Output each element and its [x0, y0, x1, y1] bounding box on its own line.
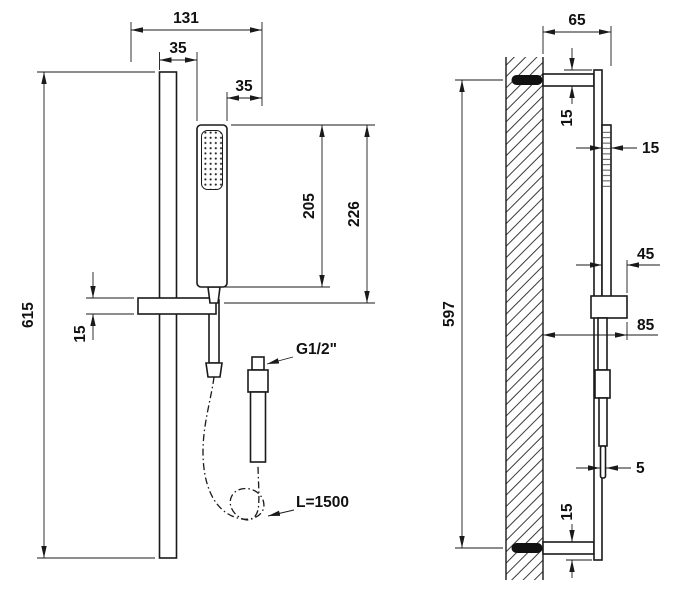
dim-label-holder-depth: 45 [637, 246, 655, 263]
dim-label-head-overall: 226 [346, 201, 363, 227]
dim-top-gap: 15 [559, 48, 592, 127]
bottom-anchor-screw [511, 543, 543, 553]
spray-face [201, 130, 223, 190]
dim-rail-height: 615 [20, 71, 155, 559]
dim-label-wall-offset: 65 [568, 12, 586, 29]
hose-connector-body [249, 391, 267, 463]
dim-bottom-gap: 15 [559, 503, 592, 578]
leader-line [266, 356, 294, 365]
hose-curve [202, 376, 265, 521]
dim-slider-height: 15 [72, 272, 134, 343]
front-view: 131 35 35 205 226 [20, 10, 375, 559]
dim-label-top-gap: 15 [559, 109, 576, 127]
wall-section [505, 57, 544, 580]
dim-wall-to-holder: 85 [543, 317, 658, 340]
bottom-mount-arm [542, 541, 595, 555]
dim-holder-depth: 45 [576, 246, 660, 293]
handshower-outlet-cone [207, 286, 221, 304]
thread-label: G1/2" [296, 341, 337, 358]
hose-connector-upper [247, 369, 269, 393]
dim-label-head-length: 205 [301, 193, 318, 219]
side-view: 65 15 15 45 85 [441, 12, 660, 580]
dim-label-slider-height: 15 [72, 325, 89, 343]
dim-head-width: 35 [226, 78, 262, 121]
hose-length-label: L=1500 [296, 494, 349, 511]
dim-head-overall: 226 [224, 125, 375, 304]
dim-total-width: 131 [130, 10, 263, 106]
dim-label-head-width: 35 [235, 78, 253, 95]
slider-bracket-front [137, 297, 217, 315]
hose-upper-side [598, 397, 608, 447]
top-mount-arm [542, 73, 595, 87]
dim-hose-gap: 5 [576, 460, 645, 477]
hose-length-callout: L=1500 [267, 494, 349, 517]
dim-label-head-depth: 15 [642, 140, 660, 157]
dim-mount-span: 597 [441, 79, 503, 549]
spray-face-side [602, 129, 611, 189]
outlet-tube-side [597, 317, 608, 371]
rail-front [158, 71, 178, 559]
leader-line [267, 509, 295, 517]
dim-label-wall-to-holder: 85 [637, 317, 655, 334]
thread-nipple [251, 356, 265, 371]
holder-side [590, 295, 628, 319]
hose-flare [205, 362, 223, 378]
dim-label-mount-span: 597 [441, 301, 458, 327]
dim-rail-offset: 35 [159, 40, 198, 121]
top-anchor-screw [511, 75, 543, 85]
hose-connector-side [594, 369, 611, 399]
dim-label-total-width: 131 [173, 10, 199, 27]
dim-wall-offset: 65 [542, 12, 612, 66]
dim-head-length: 205 [224, 125, 330, 288]
dim-label-rail-height: 615 [20, 302, 37, 328]
hose-end-side [599, 445, 607, 479]
wall-hatch [506, 57, 543, 580]
dim-head-depth: 15 [576, 140, 660, 157]
dim-label-rail-offset: 35 [169, 40, 187, 57]
thread-callout: G1/2" [266, 341, 337, 365]
dim-label-bottom-gap: 15 [559, 503, 576, 521]
dim-label-hose-gap: 5 [636, 460, 645, 477]
